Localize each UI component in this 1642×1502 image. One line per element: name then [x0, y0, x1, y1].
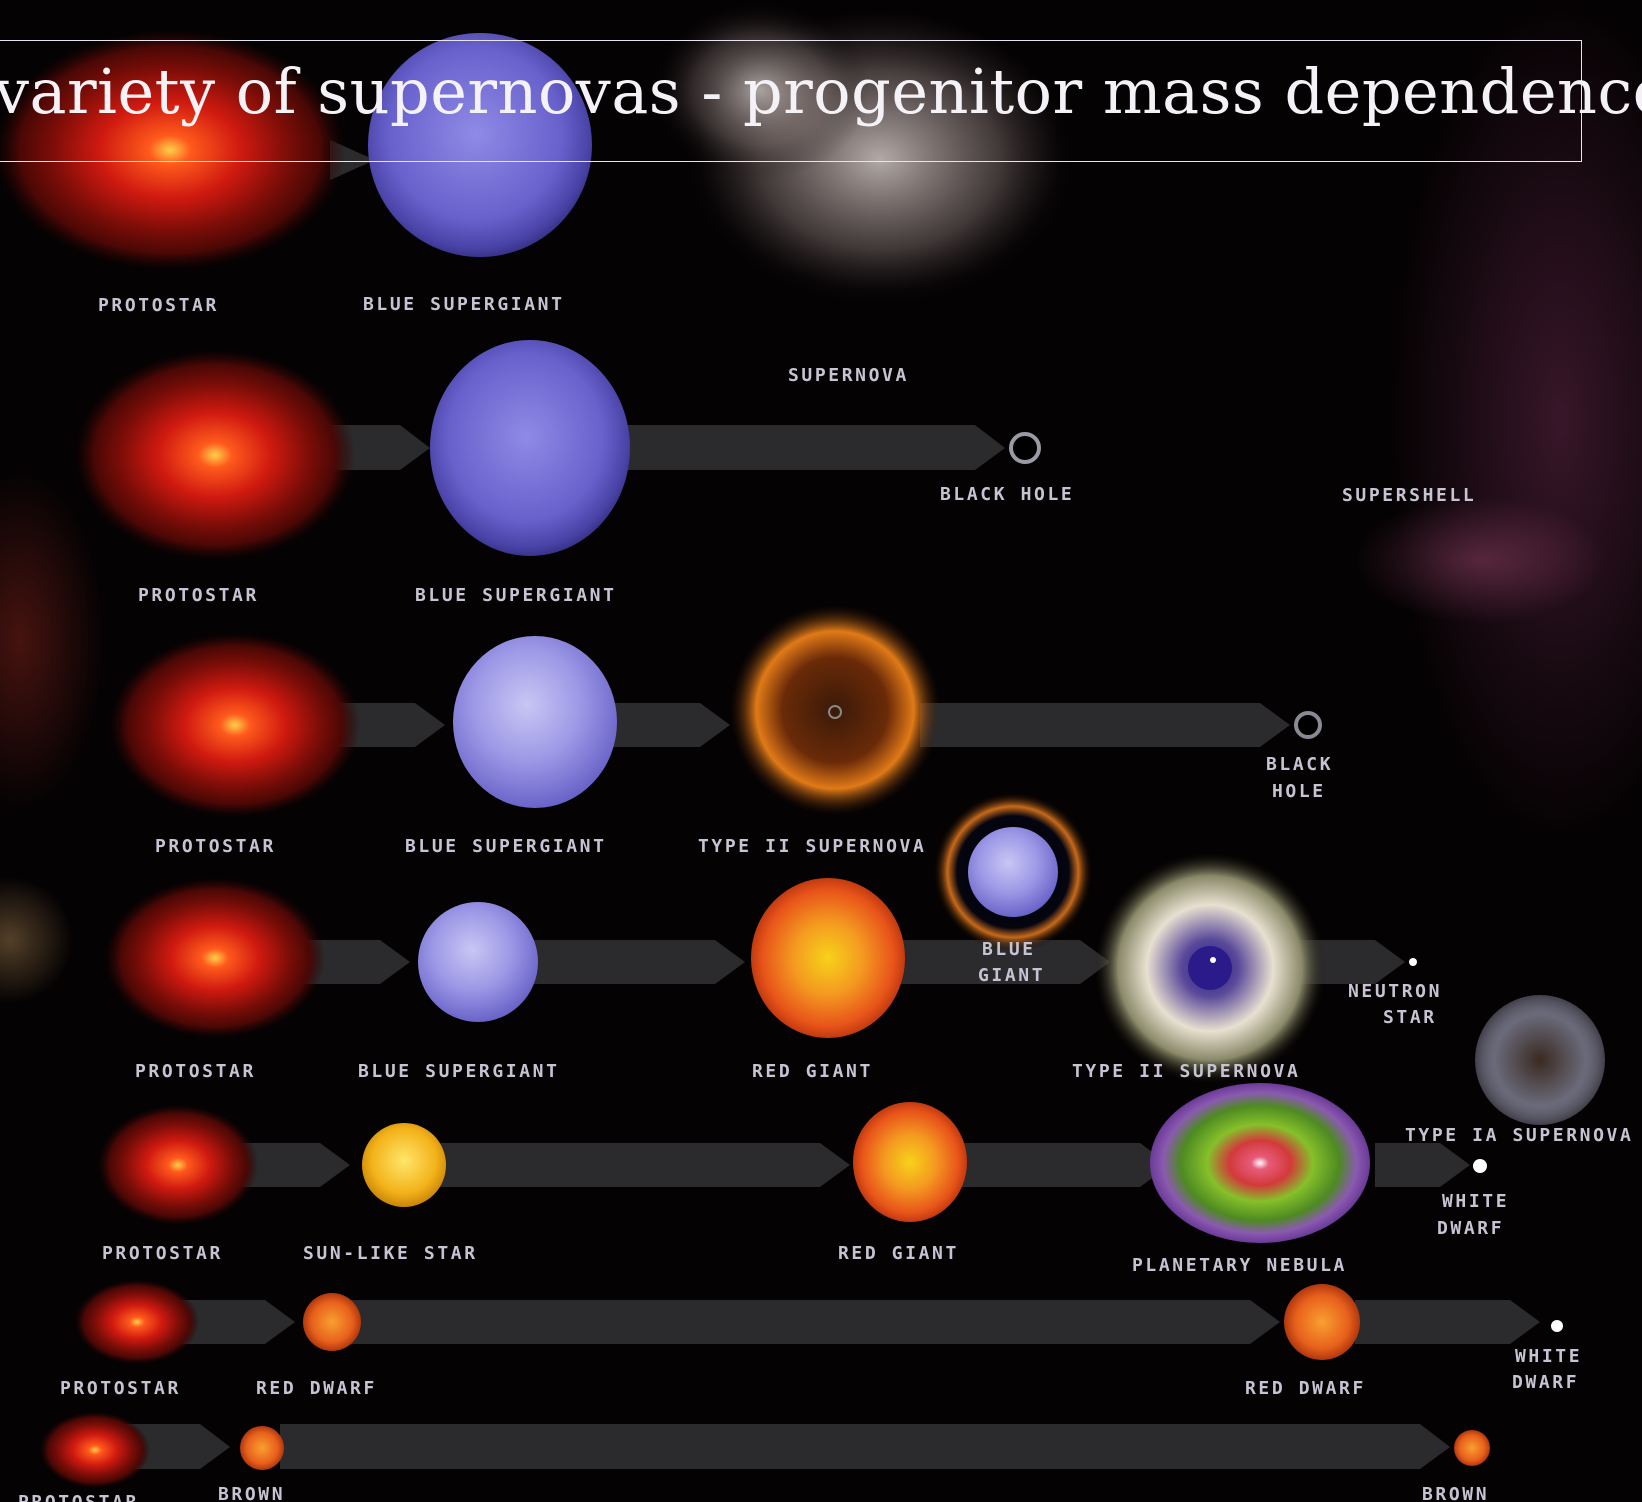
brown-dwarf-row7-b [1454, 1430, 1490, 1466]
brown-dwarf-row7-a [240, 1426, 284, 1470]
nebula-cloud-small [650, 0, 870, 180]
label-dwarf: DWARF [1437, 1218, 1504, 1239]
page-title: variety of supernovas - progenitor mass … [0, 55, 1642, 128]
label-black-hole: BLACK HOLE [940, 484, 1074, 505]
label-white: WHITE [1515, 1346, 1582, 1367]
label-red-giant: RED GIANT [838, 1243, 959, 1264]
label-red-dwarf: RED DWARF [1245, 1378, 1366, 1399]
label-dwarf: DWARF [1512, 1372, 1579, 1393]
arrow-row3-c [920, 703, 1290, 747]
label-black: BLACK [1266, 754, 1333, 775]
label-sun-like-star: SUN-LIKE STAR [303, 1243, 478, 1264]
type-ii-supernova-row3 [730, 605, 940, 815]
arrow-row5-a [240, 1143, 350, 1187]
arrow-row6-c [1355, 1300, 1540, 1344]
protostar-row1 [0, 30, 345, 270]
arrow-row6-b [350, 1300, 1280, 1344]
blue-supergiant-row1 [368, 33, 592, 257]
label-blue-supergiant: BLUE SUPERGIANT [358, 1061, 560, 1082]
red-giant-row4 [751, 878, 905, 1038]
label-blue-supergiant: BLUE SUPERGIANT [405, 836, 607, 857]
protostar-row6 [75, 1280, 199, 1364]
neutron-star-row4 [1409, 958, 1417, 966]
black-hole-row3 [1294, 711, 1322, 739]
type-ia-supernova-remnant [1475, 995, 1605, 1125]
arrow-row5-c [960, 1143, 1170, 1187]
arrow-row2-b [560, 425, 1005, 470]
title-frame [0, 40, 1582, 162]
supernova-center-dot [1210, 957, 1216, 963]
label-blue-supergiant: BLUE SUPERGIANT [363, 294, 565, 315]
arrow-row6-a [175, 1300, 295, 1344]
label-protostar: PROTOSTAR [155, 836, 276, 857]
protostar-row7 [40, 1412, 150, 1488]
label-neutron: NEUTRON [1348, 981, 1442, 1002]
protostar-row5 [98, 1105, 258, 1225]
label-white: WHITE [1442, 1191, 1509, 1212]
label-blue: BLUE [982, 939, 1036, 960]
arrow-row4-a [300, 940, 410, 984]
sun-like-star-row5 [362, 1123, 446, 1207]
label-planetary-nebula: PLANETARY NEBULA [1132, 1255, 1347, 1276]
label-type-ii-supernova: TYPE II SUPERNOVA [698, 836, 926, 857]
blue-supergiant-row2 [430, 340, 630, 556]
label-red-dwarf: RED DWARF [256, 1378, 377, 1399]
label-brown: BROWN [1422, 1484, 1489, 1502]
label-blue-supergiant: BLUE SUPERGIANT [415, 585, 617, 606]
label-supershell: SUPERSHELL [1342, 485, 1476, 506]
red-dwarf-row6-b [1284, 1284, 1360, 1360]
protostar-row4 [105, 878, 325, 1038]
label-supernova: SUPERNOVA [788, 365, 909, 386]
label-protostar: PROTOSTAR [18, 1492, 139, 1502]
arrow-row3-b [610, 703, 730, 747]
label-type-ia-supernova: TYPE IA SUPERNOVA [1405, 1125, 1633, 1146]
blue-giant-row4 [968, 827, 1058, 917]
label-star: STAR [1383, 1007, 1437, 1028]
supernova-core-row4 [1188, 946, 1232, 990]
white-dwarf-row5 [1473, 1159, 1487, 1173]
arrow-row7-b [280, 1424, 1450, 1469]
arrow-row4-c [895, 940, 1110, 984]
label-giant: GIANT [978, 965, 1045, 986]
black-hole-row2 [1009, 432, 1041, 464]
label-type-ii-supernova: TYPE II SUPERNOVA [1072, 1061, 1300, 1082]
planetary-nebula-row5 [1150, 1083, 1370, 1243]
label-protostar: PROTOSTAR [102, 1243, 223, 1264]
label-protostar: PROTOSTAR [138, 585, 259, 606]
white-dwarf-row6 [1551, 1320, 1563, 1332]
evolution-arrows [120, 140, 1540, 1469]
red-giant-row5 [853, 1102, 967, 1222]
arrow-row4-b [530, 940, 745, 984]
label-protostar: PROTOSTAR [98, 295, 219, 316]
arrow-row5-b [440, 1143, 850, 1187]
label-red-giant: RED GIANT [752, 1061, 873, 1082]
blue-supergiant-row3 [453, 636, 617, 808]
label-brown: BROWN [218, 1484, 285, 1502]
label-protostar: PROTOSTAR [60, 1378, 181, 1399]
supernova-remnant-core [828, 705, 842, 719]
red-dwarf-row6-a [303, 1293, 361, 1351]
blue-supergiant-row4 [418, 902, 538, 1022]
protostar-row2 [75, 350, 355, 560]
arrow-row5-d [1375, 1143, 1470, 1187]
label-protostar: PROTOSTAR [135, 1061, 256, 1082]
label-hole: HOLE [1272, 781, 1326, 802]
protostar-row3 [110, 633, 360, 817]
